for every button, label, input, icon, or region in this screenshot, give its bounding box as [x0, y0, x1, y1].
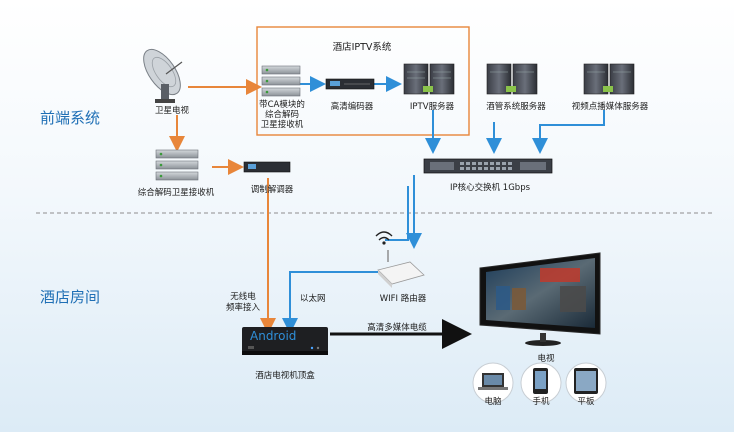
core-switch-icon [423, 158, 553, 174]
hotel-mgmt-server-label: 酒管系统服务器 [486, 102, 546, 112]
vod-server-label: 视频点播媒体服务器 [571, 102, 649, 112]
wifi-router-icon [375, 231, 425, 288]
settop-brand-text: Android [250, 329, 297, 343]
satellite-dish-icon [143, 48, 183, 103]
satellite-label: 卫星电视 [154, 106, 190, 116]
iptv-server-label: IPTV服务器 [409, 102, 455, 112]
pc-label: 电脑 [484, 397, 502, 407]
hdmi-label: 高清多媒体电缆 [367, 323, 427, 333]
tv-icon [479, 252, 601, 346]
wifi-router-label: WIFI 路由器 [379, 294, 427, 304]
settop-label: 酒店电视机顶盒 [255, 371, 315, 381]
ca-receiver-label: 带CA模块的 综合解码 卫星接收机 [259, 100, 305, 130]
zone-label-room: 酒店房间 [40, 288, 101, 306]
hotel-mgmt-server-icon [486, 63, 538, 95]
decoder-receiver-icon [155, 149, 199, 181]
iptv-system-title: 酒店IPTV系统 [332, 42, 392, 53]
zone-label-front: 前端系统 [40, 109, 101, 127]
tablet-label: 平板 [577, 397, 595, 407]
pc-icon [472, 362, 514, 404]
hd-encoder-icon [325, 78, 375, 90]
orange-links [169, 79, 276, 334]
phone-icon [520, 362, 562, 404]
blue-links [282, 76, 605, 334]
decoder-receiver-label: 综合解码卫星接收机 [137, 188, 215, 198]
iptv-server-icon [403, 63, 455, 95]
vod-server-icon [583, 63, 635, 95]
tablet-icon [565, 362, 607, 404]
phone-label: 手机 [532, 397, 550, 407]
settop-box-icon [242, 327, 328, 355]
ca-receiver-icon [261, 65, 301, 97]
hd-encoder-label: 高清编码器 [330, 102, 374, 112]
modulator-icon [243, 161, 291, 173]
ethernet-label: 以太网 [300, 294, 326, 304]
modulator-label: 调制解调器 [250, 185, 294, 195]
wireless-rf-label: 无线电 频率接入 [226, 292, 261, 313]
tv-label: 电视 [537, 354, 555, 364]
core-switch-label: IP核心交换机 1Gbps [449, 183, 531, 193]
